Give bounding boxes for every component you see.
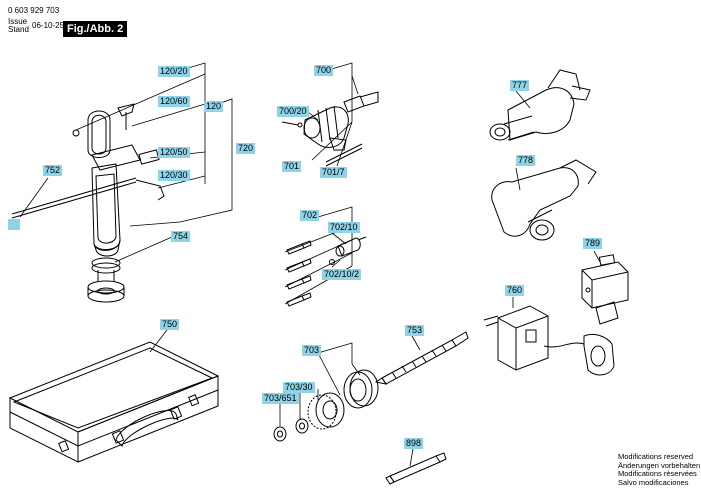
issue-label-de: Stand bbox=[8, 25, 29, 34]
label-789: 789 bbox=[583, 238, 603, 249]
grease-tube bbox=[385, 452, 447, 485]
label-120-30: 120/30 bbox=[158, 170, 190, 181]
modification-notes: Modifications reserved Änderungen vorbeh… bbox=[618, 452, 701, 487]
doc-number: 0 603 929 703 bbox=[8, 6, 60, 15]
label-120-20: 120/20 bbox=[158, 66, 190, 77]
figure-badge: Fig./Abb. 2 bbox=[63, 21, 128, 37]
label-702: 702 bbox=[300, 210, 320, 221]
note-en: Modifications reserved bbox=[618, 452, 694, 461]
chuck-adapter-set bbox=[273, 369, 379, 442]
angle-attachment-777 bbox=[489, 69, 591, 141]
label-702-10-2: 702/10/2 bbox=[322, 269, 362, 280]
label-703-651: 703/651 bbox=[262, 393, 299, 404]
label-703: 703 bbox=[302, 345, 322, 356]
label-752: 752 bbox=[43, 165, 63, 176]
charger-760 bbox=[483, 301, 619, 376]
note-de: Änderungen vorbehalten bbox=[618, 460, 701, 470]
screwdriver-bits bbox=[286, 236, 367, 307]
issue-date: 06-10-25 bbox=[32, 21, 65, 30]
label-120-60: 120/60 bbox=[158, 96, 190, 107]
label-754: 754 bbox=[171, 231, 191, 242]
leader-lines bbox=[19, 62, 601, 467]
side-handle-assembly bbox=[72, 103, 165, 257]
drill-bit bbox=[374, 331, 469, 385]
note-fr: Modifications réservées bbox=[618, 469, 697, 478]
battery-pack bbox=[581, 254, 629, 309]
label-120: 120 bbox=[204, 101, 224, 112]
label-760: 760 bbox=[505, 285, 525, 296]
label-777: 777 bbox=[510, 80, 530, 91]
angle-attachment-778 bbox=[491, 159, 597, 241]
label-778: 778 bbox=[516, 155, 536, 166]
carrying-case bbox=[8, 341, 220, 463]
label-720: 720 bbox=[236, 143, 256, 154]
clamp-ring-754 bbox=[87, 257, 125, 303]
label-700-20: 700/20 bbox=[277, 106, 309, 117]
note-es: Salvo modificaciones bbox=[618, 477, 689, 487]
label-701-7: 701/7 bbox=[320, 167, 347, 178]
label-701: 701 bbox=[282, 161, 302, 172]
label-700: 700 bbox=[314, 65, 334, 76]
label-703-30: 703/30 bbox=[283, 382, 315, 393]
label-120-50: 120/50 bbox=[158, 147, 190, 158]
label-898: 898 bbox=[404, 438, 424, 449]
label-702-10: 702/10 bbox=[328, 222, 360, 233]
drill-chuck bbox=[281, 91, 379, 167]
label-750: 750 bbox=[160, 319, 180, 330]
label-753: 753 bbox=[405, 325, 425, 336]
issue-label-en: Issue bbox=[8, 17, 28, 26]
depth-rod bbox=[8, 177, 137, 230]
